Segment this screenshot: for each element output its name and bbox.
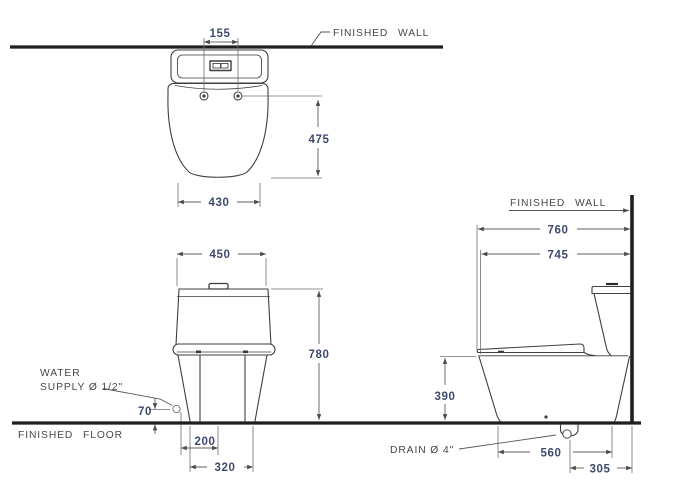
flush-button-cell-right [220,63,229,69]
dim-745: 745 [480,250,630,354]
seat-cover-back-curve [174,85,263,90]
dim-430: 430 [177,183,261,209]
finished-wall-top-leader [310,31,330,47]
water-supply-point [172,404,181,414]
dim-450: 450 [176,249,267,286]
water-supply-leader [102,388,173,406]
front-view: 450 780 WATER SUPPLY Ø 1/2" 70 [40,249,330,474]
seat-slab-front [172,343,276,356]
dim-305-text: 305 [590,464,611,476]
dim-760-text: 760 [548,225,569,237]
dim-475: 475 [243,95,330,179]
dim-475-text: 475 [309,134,330,146]
seat-side [476,343,596,357]
finished-wall-top-label: FINISHED WALL [333,28,429,39]
drain-trap-circle [562,429,572,439]
tank-side-front-edge [593,292,612,357]
dim-560-text: 560 [541,448,562,460]
dim-200: 200 [180,412,219,455]
flush-button-outer [209,60,232,72]
side-view: FINISHED WALL DRAIN Ø 4" 760 [390,195,634,476]
dim-450-text: 450 [210,249,231,261]
hinge-bolt-right-center [236,94,240,98]
drain-trap: DRAIN Ø 4" [390,423,579,456]
finished-wall-side-label: FINISHED WALL [510,198,606,209]
dim-390-text: 390 [435,391,456,403]
dim-430-text: 430 [209,197,230,209]
bowl-side-dot [544,415,548,419]
seat-hinge-mark-side [498,350,504,353]
dim-780-text: 780 [309,349,330,361]
dim-745-text: 745 [548,250,569,262]
finished-floor: FINISHED FLOOR [12,421,641,441]
dim-780: 780 [271,288,330,420]
dim-305: 305 [569,426,633,476]
pedestal-front [177,354,268,422]
dim-560: 560 [497,426,613,460]
dim-760: 760 [476,225,630,350]
tank-side-lid [591,285,632,295]
dim-320: 320 [189,426,254,474]
seat-cover-top [167,82,269,178]
dim-390: 390 [435,356,476,420]
dim-155: 155 [203,28,239,91]
dim-200-text: 200 [195,436,216,448]
water-supply-label-2: SUPPLY Ø 1/2" [40,382,123,393]
drain-leader [458,434,557,450]
flush-button-front [208,282,229,290]
finished-floor-label: FINISHED FLOOR [18,430,123,441]
water-supply-label-1: WATER [40,368,81,379]
dim-70: 70 [138,398,170,434]
bowl-side-front [478,355,502,423]
seat-hinge-mark-right [243,350,248,354]
top-view: FINISHED WALL 155 475 [10,28,443,209]
hinge-bolt-left-center [202,94,206,98]
dim-320-text: 320 [215,462,236,474]
water-supply: WATER SUPPLY Ø 1/2" [40,368,181,414]
flush-button-cell-left [212,63,221,69]
drain-label: DRAIN Ø 4" [390,445,454,456]
dim-155-text: 155 [210,28,231,40]
seat-hinge-mark-left [196,350,201,354]
tank-front [175,288,272,346]
dim-70-text: 70 [138,406,152,418]
bowl-side-rear [613,355,631,423]
tank-top-inner [177,54,262,79]
